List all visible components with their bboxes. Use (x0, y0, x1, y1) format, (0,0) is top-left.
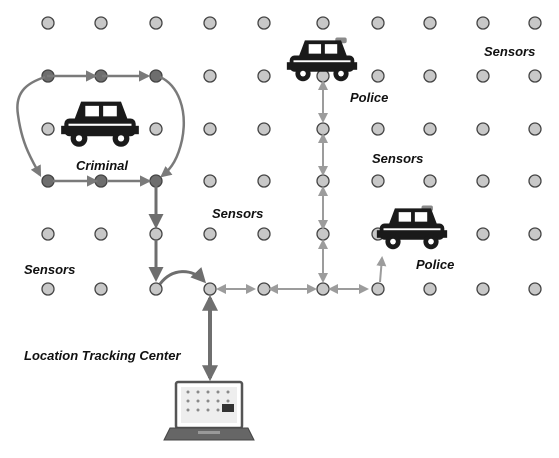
sensor-relay-links (216, 80, 387, 294)
sensor-node (476, 69, 490, 83)
sensor-node (94, 16, 108, 30)
criminal-loop-right-curve (159, 75, 185, 178)
sensor-node (257, 174, 271, 188)
criminal-label: Criminal (76, 158, 129, 173)
sensor-node (149, 69, 163, 83)
sensor-node (528, 282, 542, 296)
sensor-node (203, 69, 217, 83)
sensor-node (423, 122, 437, 136)
sensor-node (316, 282, 330, 296)
sensor-node (528, 16, 542, 30)
sensor-node (203, 174, 217, 188)
sensor-node (149, 174, 163, 188)
criminal-tracking-loop (16, 70, 185, 187)
vintage-car-icon (61, 101, 139, 147)
sensor-node (257, 16, 271, 30)
sensor-node (476, 16, 490, 30)
sensor-node (476, 227, 490, 241)
sensor-node (528, 69, 542, 83)
sensor-node (203, 227, 217, 241)
sensor-node (423, 282, 437, 296)
relay-link (376, 256, 387, 283)
police-car-icon (286, 37, 358, 82)
criminal-loop-left-curve (16, 75, 46, 177)
sensor-node (371, 174, 385, 188)
sensors-label: Sensors (484, 44, 536, 59)
criminal-route (148, 186, 207, 285)
criminal-route-segment (158, 267, 207, 285)
tracking-center-label: Location Tracking Center (24, 348, 181, 363)
sensor-node (316, 174, 330, 188)
sensor-node (316, 227, 330, 241)
sensors-label: Sensors (24, 262, 76, 277)
sensor-node (423, 16, 437, 30)
sensor-node (257, 227, 271, 241)
sensor-node (528, 227, 542, 241)
sensor-node (257, 69, 271, 83)
sensor-node (94, 174, 108, 188)
sensor-node (423, 174, 437, 188)
police-label: Police (416, 257, 455, 272)
sensor-node (41, 227, 55, 241)
sensor-node (149, 122, 163, 136)
sensor-node (371, 16, 385, 30)
laptop-icon (163, 380, 255, 441)
sensor-node (203, 16, 217, 30)
sensor-node (476, 282, 490, 296)
sensor-node (316, 69, 330, 83)
sensors-label: Sensors (372, 151, 424, 166)
sensor-node (41, 16, 55, 30)
sensor-node (41, 122, 55, 136)
police-car-icon (376, 205, 448, 250)
sensor-node (371, 69, 385, 83)
sensor-node (371, 282, 385, 296)
sensor-node (476, 122, 490, 136)
sensor-node (257, 282, 271, 296)
sensor-node (149, 16, 163, 30)
sensor-node (476, 174, 490, 188)
sensor-node (528, 122, 542, 136)
sensor-node (94, 227, 108, 241)
sensor-node (203, 122, 217, 136)
sensor-node (149, 282, 163, 296)
sensor-node (41, 174, 55, 188)
sensor-node (316, 16, 330, 30)
sensor-node (528, 174, 542, 188)
sensor-node (423, 69, 437, 83)
sensors-label: Sensors (212, 206, 264, 221)
sensor-node (149, 227, 163, 241)
sensor-node (257, 122, 271, 136)
sensor-node (316, 122, 330, 136)
police-label: Police (350, 90, 389, 105)
sensor-node (371, 122, 385, 136)
sensor-node (203, 282, 217, 296)
sensor-node (41, 282, 55, 296)
sensor-node (94, 282, 108, 296)
